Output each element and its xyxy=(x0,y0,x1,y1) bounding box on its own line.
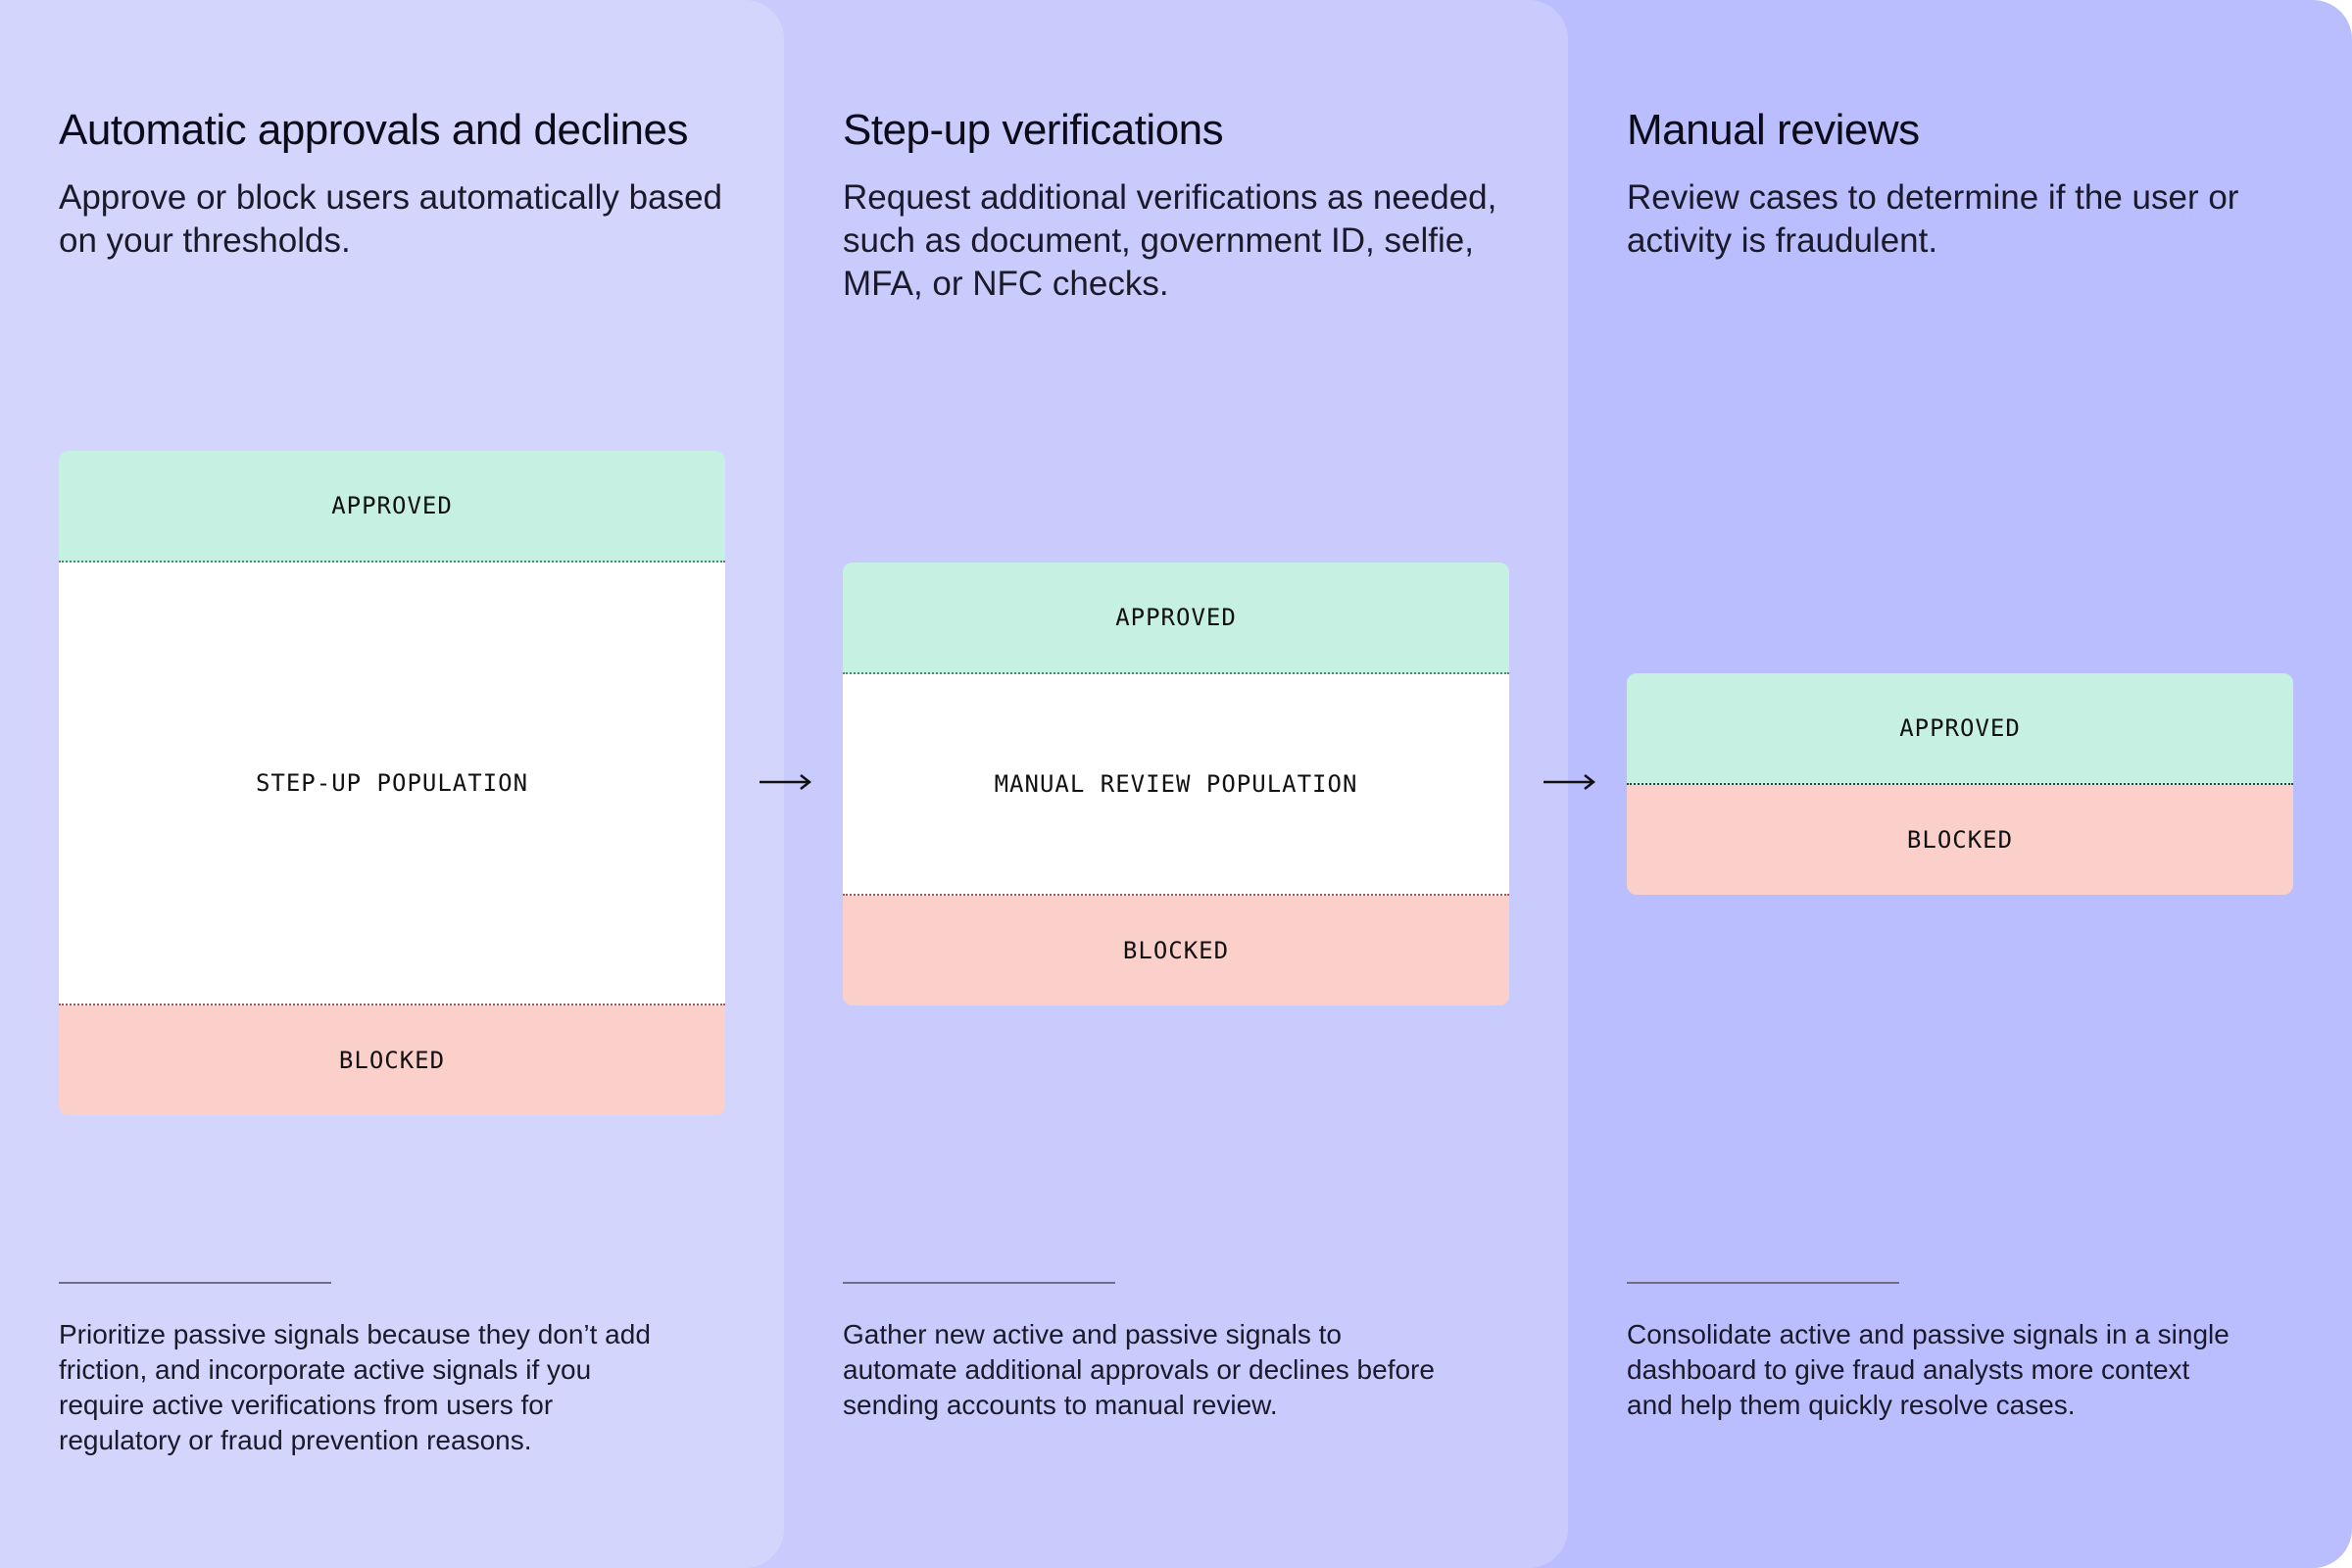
approved-segment: APPROVED xyxy=(1627,673,2293,785)
blocked-segment: BLOCKED xyxy=(1627,785,2293,895)
column-title: Step-up verifications xyxy=(843,106,1224,154)
column-subtitle: Review cases to determine if the user or… xyxy=(1627,178,2239,260)
column-footnote: Prioritize passive signals because they … xyxy=(59,1319,651,1455)
step-up-population-segment: STEP-UP POPULATION xyxy=(59,563,725,1005)
step-up-verifications-column: Step-up verifications Request additional… xyxy=(843,0,1568,1568)
manual-review-population-segment: MANUAL REVIEW POPULATION xyxy=(843,674,1509,896)
right-arrow-icon xyxy=(1544,774,1596,790)
approved-segment: APPROVED xyxy=(59,451,725,563)
divider xyxy=(1627,1282,1899,1284)
column-footnote: Consolidate active and passive signals i… xyxy=(1627,1319,2230,1420)
right-arrow-icon xyxy=(760,774,812,790)
column-title: Manual reviews xyxy=(1627,106,1920,154)
outcome-stack: APPROVED STEP-UP POPULATION BLOCKED xyxy=(59,451,725,1115)
divider xyxy=(843,1282,1115,1284)
manual-reviews-column: Manual reviews Review cases to determine… xyxy=(1627,0,2352,1568)
outcome-stack: APPROVED MANUAL REVIEW POPULATION BLOCKE… xyxy=(843,563,1509,1005)
column-footnote: Gather new active and passive signals to… xyxy=(843,1319,1435,1420)
automatic-approvals-column: Automatic approvals and declines Approve… xyxy=(59,0,784,1568)
column-title: Automatic approvals and declines xyxy=(59,106,688,154)
approved-segment: APPROVED xyxy=(843,563,1509,674)
column-subtitle: Approve or block users automatically bas… xyxy=(59,178,723,260)
blocked-segment: BLOCKED xyxy=(59,1005,725,1115)
column-subtitle: Request additional verifications as need… xyxy=(843,178,1497,303)
outcome-stack: APPROVED BLOCKED xyxy=(1627,673,2293,895)
divider xyxy=(59,1282,331,1284)
blocked-segment: BLOCKED xyxy=(843,896,1509,1005)
